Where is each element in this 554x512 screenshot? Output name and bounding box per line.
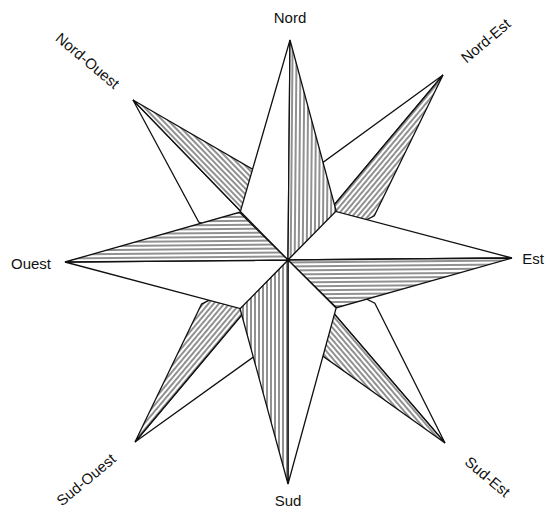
cardinal-point: [288, 211, 512, 260]
direction-label: Sud-Est: [463, 453, 514, 499]
direction-label: Ouest: [11, 256, 51, 271]
cardinal-point: [65, 260, 288, 309]
direction-label: Sud-Ouest: [54, 450, 119, 508]
direction-label: Nord: [274, 10, 307, 25]
cardinal-point: [65, 212, 288, 262]
direction-label: Nord-Est: [459, 15, 514, 65]
direction-label: Sud: [275, 493, 302, 508]
cardinal-point: [288, 260, 336, 484]
direction-label: Nord-Ouest: [53, 29, 122, 90]
direction-label: Est: [522, 251, 544, 266]
